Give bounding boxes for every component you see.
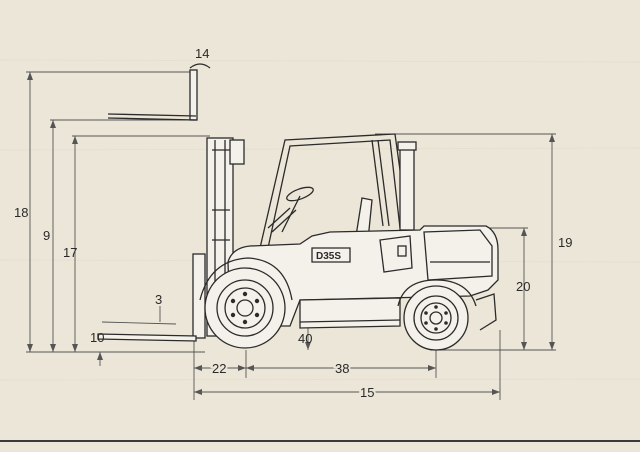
overhead-guard-inner: [267, 139, 401, 249]
exhaust-pipe: [399, 145, 415, 231]
mast-top-block: [229, 139, 245, 165]
chassis: [299, 297, 401, 329]
label-15: 15: [360, 385, 374, 400]
raised-fork-blade-top: [107, 113, 197, 117]
label-20: 20: [516, 279, 530, 294]
fork-blade: [97, 333, 197, 342]
steering-wheel: [286, 186, 314, 202]
rear-fender: [397, 279, 477, 307]
tilt-arc: [189, 63, 211, 69]
counterweight: [423, 229, 493, 281]
label-3: 3: [155, 292, 162, 307]
forklift-drawing: D35S: [97, 63, 499, 351]
rear-wheel: [403, 285, 469, 351]
bottom-rule: [0, 440, 640, 442]
label-38: 38: [335, 361, 349, 376]
raised-fork-blade: [107, 117, 197, 121]
raised-fork-upright: [189, 69, 198, 121]
label-19: 19: [558, 235, 572, 250]
dimension-labels: 14 18 9 17 19 20 3 10 40 22 38 15: [14, 46, 572, 402]
dim-3-line: [101, 321, 177, 325]
model-badge: D35S: [316, 251, 341, 262]
front-fender: [199, 257, 293, 301]
label-10: 10: [90, 330, 104, 345]
label-18: 18: [14, 205, 28, 220]
side-panel: [379, 235, 413, 273]
rear-bumper: [475, 293, 497, 331]
front-wheel: [204, 267, 286, 349]
label-40: 40: [298, 331, 312, 346]
label-9: 9: [43, 228, 50, 243]
truck-body: [227, 225, 499, 327]
label-22: 22: [212, 361, 226, 376]
label-14: 14: [195, 46, 209, 61]
fork-upright: [192, 253, 206, 339]
label-17: 17: [63, 245, 77, 260]
badge-plate: [311, 247, 351, 263]
